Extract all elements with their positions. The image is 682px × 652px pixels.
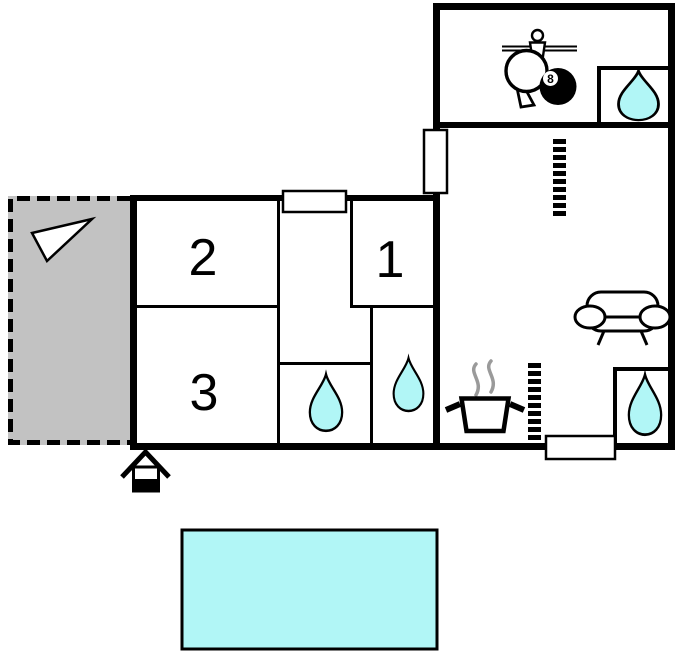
interior-walls: [137, 66, 675, 447]
wall-brbath-top: [613, 367, 675, 371]
wall-room2-room3: [137, 305, 277, 308]
sofa-leg-left: [596, 330, 606, 346]
wall-game-bottom: [433, 122, 675, 128]
wall-gamebath-top: [597, 66, 675, 70]
swimming-pool: [180, 528, 439, 651]
steam-line-right: [487, 359, 495, 394]
sofa-icon: [573, 290, 672, 346]
pot-handle-left: [444, 401, 462, 413]
foosball-player-head: [530, 28, 545, 43]
paddle-face: [504, 48, 549, 94]
steam-line-left: [472, 362, 480, 397]
door-living-bottom: [544, 434, 617, 461]
pot-handle-right: [508, 401, 526, 413]
water-drop-icon-hall-bath: [392, 356, 425, 413]
wall-bath-divider: [370, 305, 373, 443]
steaming-pot-icon: [444, 359, 526, 434]
direction-arrow-icon: [30, 216, 97, 264]
house-entrance-icon: [120, 448, 171, 493]
house-roof: [120, 448, 171, 479]
eight-ball-circle: [543, 71, 558, 86]
wall-game-top: [433, 3, 675, 10]
wall-gamebath-left: [597, 66, 601, 126]
room-3-label: 3: [190, 364, 219, 422]
pot-body: [458, 396, 512, 434]
sofa-armrest-left: [573, 304, 607, 330]
water-drop-icon-bottomright-bath: [627, 372, 663, 437]
room-2-label: 2: [189, 229, 218, 287]
wall-bottom: [130, 443, 675, 450]
wall-midbath-top: [277, 362, 373, 365]
door-living-left: [422, 128, 449, 195]
wall-brbath-left: [613, 367, 617, 447]
wall-center-divider: [433, 193, 440, 450]
house-body-lower: [133, 479, 159, 491]
wall-right: [668, 3, 675, 450]
sofa-leg-right: [639, 330, 649, 346]
game-room-icons: 8: [502, 28, 577, 109]
table-tennis-paddle-icon: [504, 48, 549, 109]
wall-hallway-left: [277, 201, 280, 443]
window-bedrooms-top: [281, 189, 348, 214]
eight-ball-number: 8: [547, 72, 554, 86]
wall-room1-bottom: [350, 305, 440, 308]
wall-hallway-right: [350, 201, 353, 308]
water-drop-icon-middle-bath: [308, 372, 344, 433]
water-drop-icon-gameroom-bath: [617, 69, 660, 122]
wall-game-left: [433, 3, 440, 130]
terrace: [8, 196, 130, 445]
room-1-label: 1: [376, 231, 405, 289]
sofa-armrest-right: [638, 304, 672, 330]
billiard-8ball-icon: 8: [539, 68, 577, 105]
terrace-dashed-border: [8, 196, 130, 445]
wall-left: [130, 195, 137, 450]
